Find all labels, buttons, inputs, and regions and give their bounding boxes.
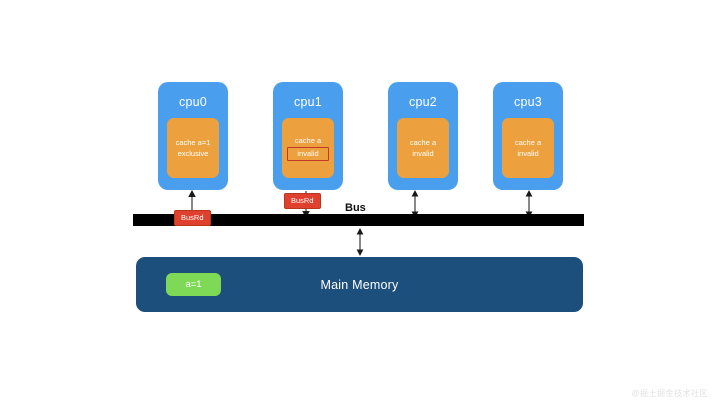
- bus-bar: [133, 214, 584, 226]
- bus-label: Bus: [345, 202, 366, 214]
- cache-box-cpu2: cache a invalid: [397, 118, 449, 178]
- bus-message-badge-cpu1[interactable]: BusRd: [284, 193, 321, 209]
- cache-line-status: invalid: [412, 149, 434, 158]
- cpu-label-cpu3: cpu3: [514, 95, 542, 109]
- cache-line-status: invalid: [517, 149, 539, 158]
- cache-line-status: exclusive: [177, 149, 209, 158]
- cache-box-cpu0: cache a=1 exclusive: [167, 118, 219, 178]
- cache-line-status-highlighted: invalid: [287, 147, 329, 161]
- cpu-block-cpu0[interactable]: cpu0 cache a=1 exclusive: [158, 82, 228, 190]
- cpu-block-cpu2[interactable]: cpu2 cache a invalid: [388, 82, 458, 190]
- main-memory-title: Main Memory: [320, 277, 399, 292]
- cpu-label-cpu1: cpu1: [294, 95, 322, 109]
- cache-box-cpu3: cache a invalid: [502, 118, 554, 178]
- cache-line-state: cache a: [514, 138, 542, 147]
- cache-line-state: cache a=1: [175, 138, 211, 147]
- cpu-block-cpu1[interactable]: cpu1 cache a invalid: [273, 82, 343, 190]
- connector-bus-to-memory: [354, 228, 366, 256]
- cache-box-cpu1: cache a invalid: [282, 118, 334, 178]
- main-memory-block[interactable]: Main Memory a=1: [136, 257, 583, 312]
- cache-line-state: cache a: [294, 136, 322, 145]
- memory-value-badge: a=1: [166, 273, 221, 296]
- watermark: @掘土掘金技术社区: [631, 389, 708, 398]
- cpu-label-cpu0: cpu0: [179, 95, 207, 109]
- cpu-block-cpu3[interactable]: cpu3 cache a invalid: [493, 82, 563, 190]
- cpu-label-cpu2: cpu2: [409, 95, 437, 109]
- cache-line-state: cache a: [409, 138, 437, 147]
- bus-message-badge-cpu0[interactable]: BusRd: [174, 210, 211, 226]
